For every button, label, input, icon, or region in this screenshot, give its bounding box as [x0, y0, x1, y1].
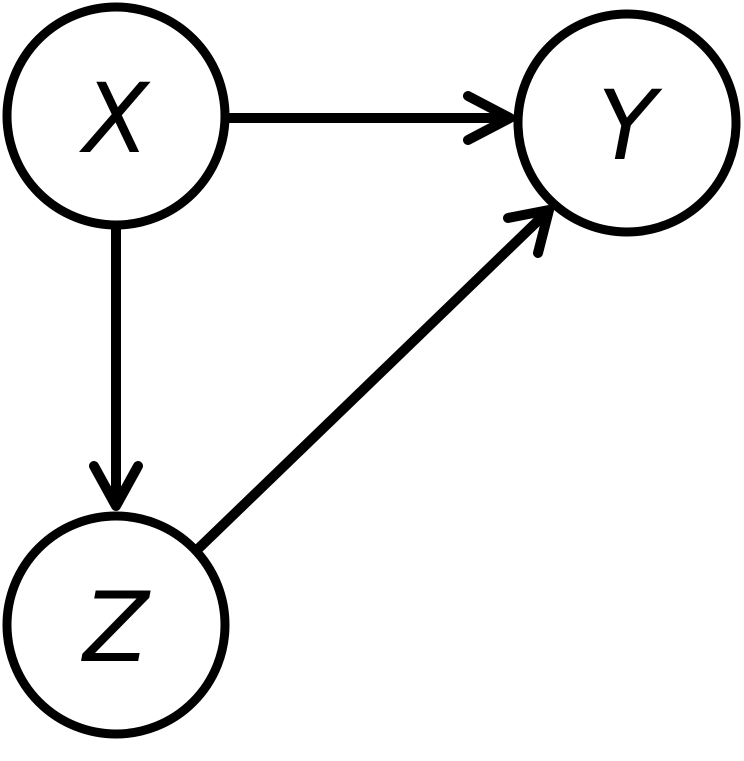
edge-z-to-y [194, 205, 554, 553]
edge-x-to-y [224, 91, 515, 145]
node-z: Z [2, 511, 230, 739]
node-x-label: X [78, 63, 151, 175]
edge-x-to-z [89, 223, 143, 511]
node-y: Y [513, 9, 741, 237]
node-x: X [2, 2, 230, 230]
node-y-label: Y [598, 70, 663, 182]
node-z-label: Z [80, 572, 151, 684]
